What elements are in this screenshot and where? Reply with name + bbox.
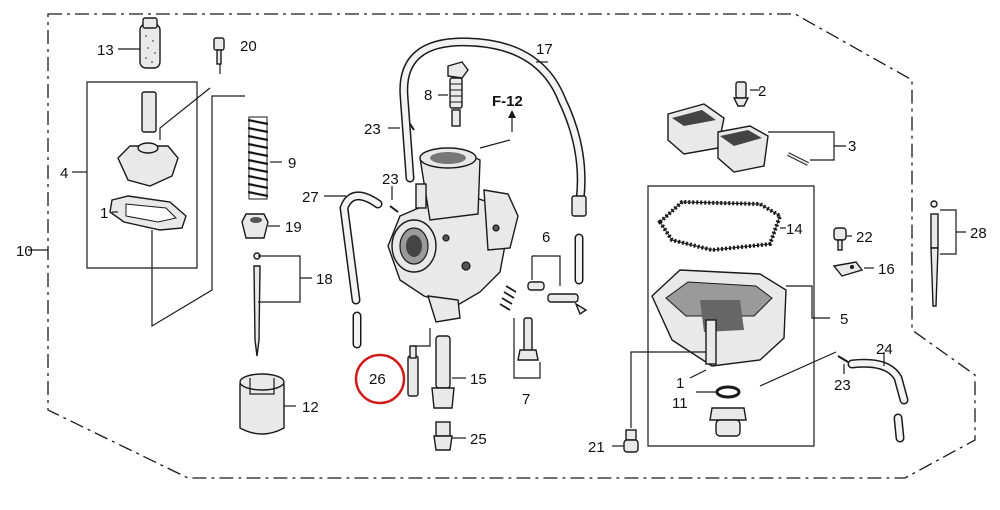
part-10-o-ring [715, 385, 741, 399]
part-1-gasket [109, 195, 187, 231]
callout-28: 28 [970, 225, 987, 242]
leader-6 [531, 255, 561, 286]
part-21-screw [623, 429, 639, 453]
part-18-needle [253, 252, 261, 357]
callout-3: 3 [848, 138, 856, 155]
callout-19: 19 [285, 219, 302, 236]
callout-7: 7 [522, 391, 530, 408]
part-23b-clip [389, 205, 399, 213]
leader-28 [940, 209, 966, 255]
leader-7 [513, 318, 541, 379]
part-22-screw [833, 227, 847, 251]
leader-3 [768, 131, 846, 161]
carburetor-body [387, 147, 519, 323]
part-20-screw [213, 37, 225, 65]
part-6-screws [527, 281, 588, 316]
leader-1b [689, 369, 707, 379]
callout-1b: 1 [676, 375, 684, 392]
part-25-vent-hose [339, 191, 383, 349]
part-5-float-bowl [651, 269, 787, 367]
callout-16: 16 [878, 261, 895, 278]
leader-5 [786, 285, 830, 319]
leader-f12 [479, 139, 511, 149]
leader-20 [159, 87, 211, 140]
part-7-spring-screw [499, 285, 539, 361]
callout-21: 21 [588, 439, 605, 456]
callout-1a: 1 [100, 205, 108, 222]
callout-25: 27 [302, 189, 319, 206]
callout-5: 5 [840, 311, 848, 328]
callout-15: 15 [470, 371, 487, 388]
callout-20: 20 [240, 38, 257, 55]
part-drain-plug [709, 407, 747, 437]
part-15-needle-jet [431, 335, 455, 409]
f12-reference-arrow [508, 110, 516, 132]
callout-2: 2 [758, 83, 766, 100]
part-float-pin [787, 152, 809, 166]
part-14-bowl-gasket [657, 199, 783, 253]
reference-label-f12: F-12 [492, 93, 523, 110]
callout-18: 18 [316, 271, 333, 288]
callout-8: 8 [424, 87, 432, 104]
highlight-circle-27 [354, 353, 406, 405]
callout-23a: 23 [364, 121, 381, 138]
group-4-bracket [86, 81, 198, 269]
assembly-boundary [47, 13, 976, 479]
callout-12: 12 [302, 399, 319, 416]
leader-group4 [151, 95, 245, 328]
callout-27: 26 [369, 371, 386, 388]
callout-24: 24 [876, 341, 893, 358]
callout-23c: 23 [834, 377, 851, 394]
leader-21 [630, 351, 706, 428]
leader-hose-bowl [759, 351, 837, 387]
part-24-drain-hose [847, 358, 909, 443]
part-top-cap-assembly [117, 91, 179, 187]
callout-26: 25 [470, 431, 487, 448]
callout-23b: 23 [382, 171, 399, 188]
part-13-cap [139, 17, 161, 69]
leader-27 [413, 328, 431, 347]
callout-9: 9 [288, 155, 296, 172]
part-8-screw [447, 61, 469, 127]
callout-4: 4 [60, 165, 68, 182]
part-17-hose [399, 37, 587, 285]
part-19-clip [241, 213, 269, 239]
callout-22: 22 [856, 229, 873, 246]
part-12-throttle-valve [239, 373, 285, 435]
part-9-spring [247, 116, 269, 200]
callout-17: 17 [536, 41, 553, 58]
part-3-float [667, 103, 769, 173]
callout-11: 10 [16, 243, 33, 260]
part-26-main-jet [433, 421, 453, 451]
part-28-air-screw [930, 200, 939, 307]
leader-18 [258, 255, 312, 303]
callout-13: 13 [97, 42, 114, 59]
group-5-bracket [647, 185, 815, 447]
part-27-pilot-jet [407, 345, 419, 397]
part-2-float-valve [732, 81, 750, 107]
callout-14: 14 [786, 221, 803, 238]
callout-6: 6 [542, 229, 550, 246]
part-16-bracket [832, 261, 864, 277]
part-23c-clip [837, 355, 849, 363]
callout-10: 11 [672, 395, 688, 412]
